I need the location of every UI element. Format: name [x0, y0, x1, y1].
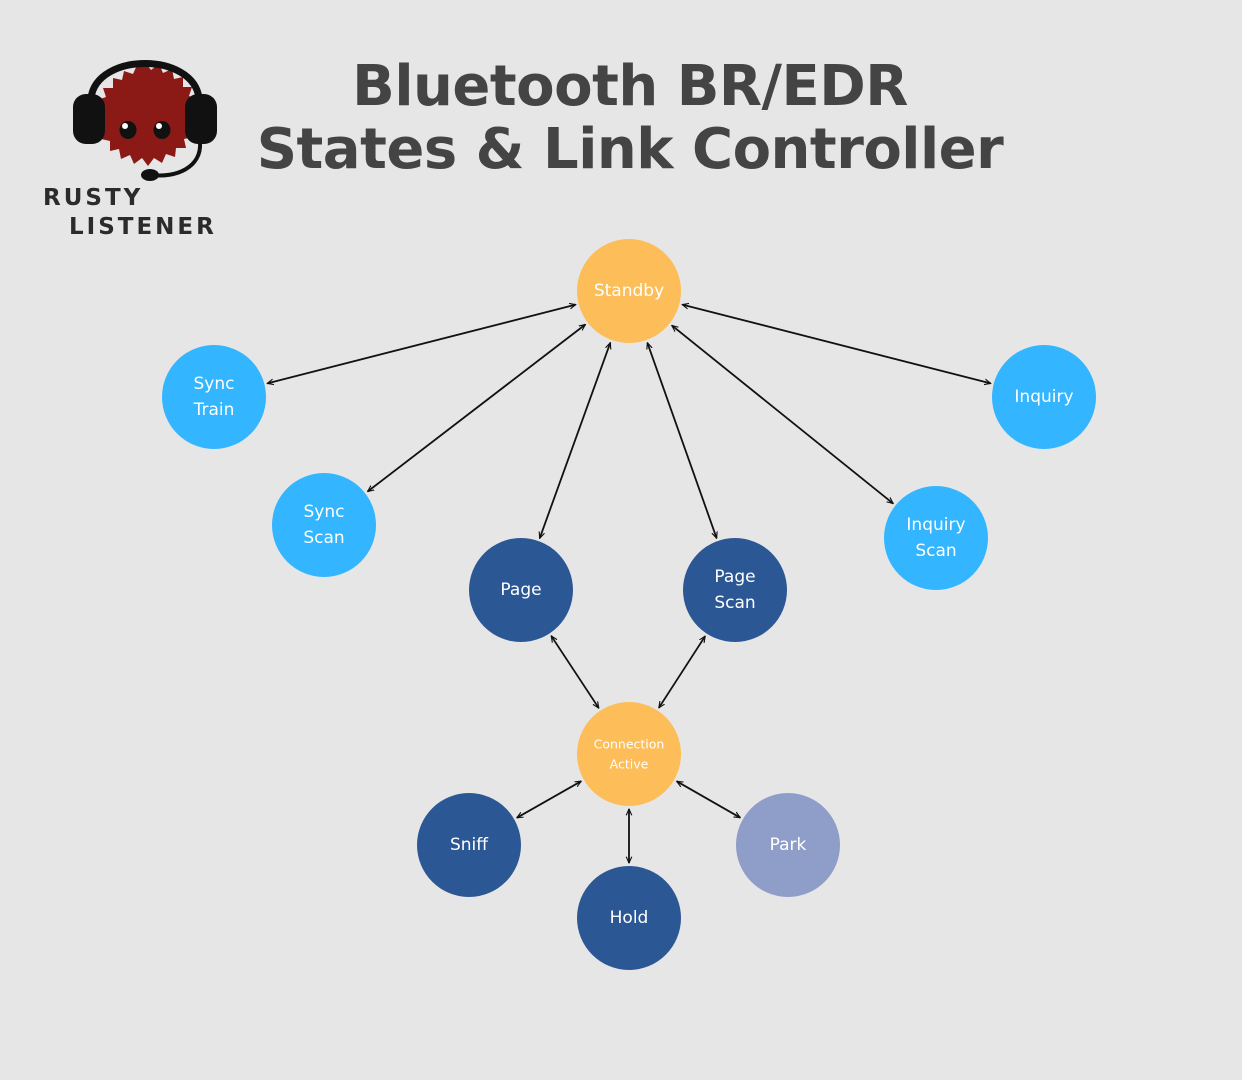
- node-label-connection-active: Connection: [594, 737, 665, 752]
- headset-mic: [141, 169, 159, 181]
- edge-page-scan-connection-active: [658, 636, 706, 708]
- edge-standby-page: [540, 343, 611, 539]
- node-circle-page: [469, 538, 573, 642]
- edge-standby-inquiry-scan: [672, 325, 893, 503]
- node-layer: StandbySyncTrainSyncScanInquiryInquirySc…: [162, 239, 1096, 970]
- node-label-park: Park: [770, 835, 807, 855]
- node-hold: Hold: [577, 866, 681, 970]
- headset-ear-right: [185, 94, 217, 144]
- node-standby: Standby: [577, 239, 681, 343]
- node-circle-park: [736, 793, 840, 897]
- node-circle-inquiry-scan: [884, 486, 988, 590]
- node-sniff: Sniff: [417, 793, 521, 897]
- node-label-sync-scan: Scan: [303, 528, 344, 548]
- node-circle-inquiry: [992, 345, 1096, 449]
- node-label-sync-train: Sync: [194, 374, 235, 394]
- edge-layer: [267, 305, 990, 863]
- logo-text-rusty: RUSTY: [43, 185, 144, 211]
- crab-body: [94, 62, 201, 166]
- edge-connection-active-park: [677, 780, 741, 819]
- title-line-1: Bluetooth BR/EDR: [352, 54, 908, 119]
- crab-with-headset-icon: [73, 60, 217, 181]
- logo-text-listener: LISTENER: [69, 214, 217, 240]
- node-page: Page: [469, 538, 573, 642]
- node-label-sync-scan: Sync: [304, 502, 345, 522]
- node-label-page: Page: [500, 580, 541, 600]
- node-inquiry: Inquiry: [992, 345, 1096, 449]
- node-park: Park: [736, 793, 840, 897]
- node-label-hold: Hold: [610, 908, 649, 928]
- node-circle-connection-active: [577, 702, 681, 806]
- node-label-inquiry-scan: Inquiry: [906, 515, 965, 535]
- node-circle-sync-train: [162, 345, 266, 449]
- node-circle-sync-scan: [272, 473, 376, 577]
- page-title: Bluetooth BR/EDR States & Link Controlle…: [255, 55, 1005, 181]
- node-label-inquiry-scan: Scan: [915, 541, 956, 561]
- logo: RUSTY LISTENER: [40, 50, 230, 245]
- edge-connection-active-sniff: [517, 780, 581, 819]
- node-label-connection-active: Active: [610, 757, 649, 772]
- node-label-inquiry: Inquiry: [1014, 387, 1073, 407]
- node-circle-page-scan: [683, 538, 787, 642]
- node-circle-hold: [577, 866, 681, 970]
- edge-page-connection-active: [551, 636, 599, 708]
- node-label-sync-train: Train: [193, 400, 235, 420]
- edge-standby-sync-train: [267, 305, 575, 384]
- headset-ear-left: [73, 94, 105, 144]
- edge-standby-page-scan: [647, 343, 716, 538]
- node-label-page-scan: Page: [714, 567, 755, 587]
- title-line-2: States & Link Controller: [256, 117, 1004, 182]
- edge-standby-inquiry: [682, 305, 990, 384]
- node-label-standby: Standby: [594, 281, 664, 301]
- node-label-page-scan: Scan: [714, 593, 755, 613]
- node-label-sniff: Sniff: [450, 835, 489, 855]
- headset-band: [87, 60, 203, 99]
- node-circle-standby: [577, 239, 681, 343]
- node-circle-sniff: [417, 793, 521, 897]
